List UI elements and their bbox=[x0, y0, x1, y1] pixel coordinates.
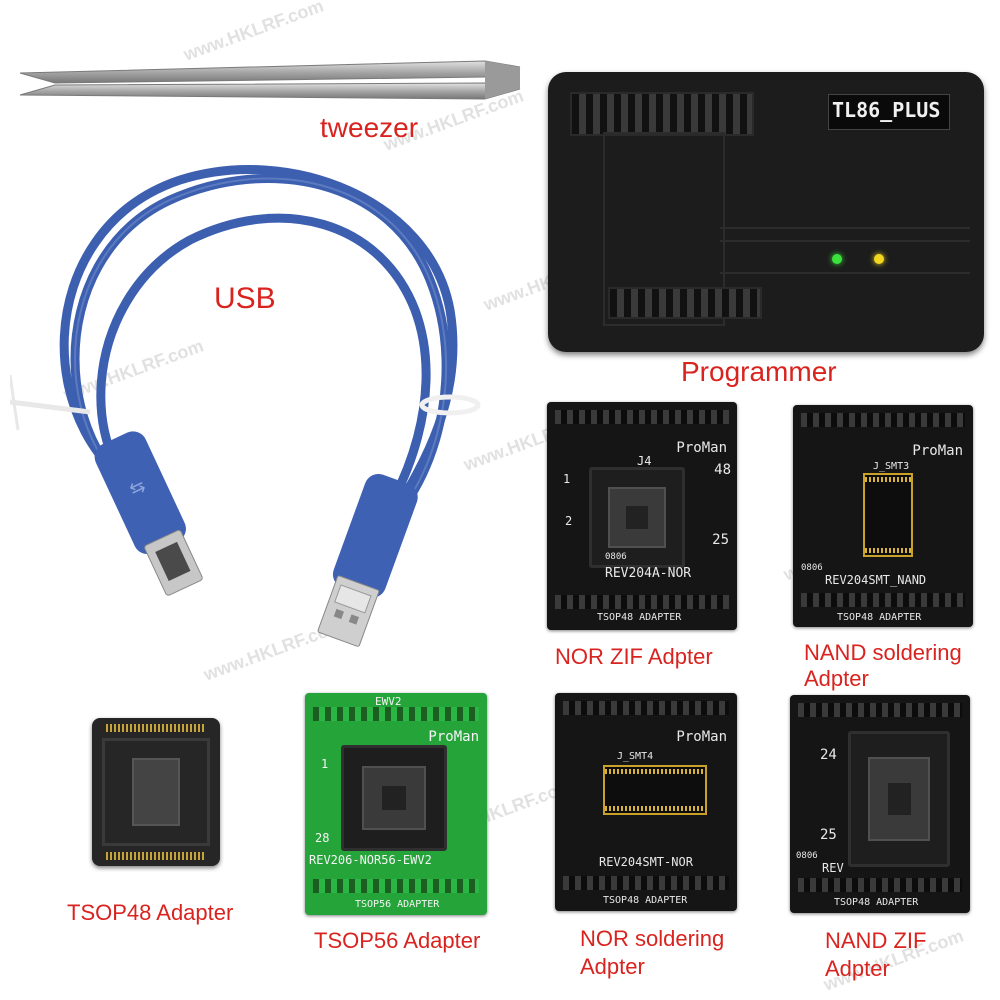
board-footer: TSOP48 ADAPTER bbox=[837, 612, 922, 623]
zif-outline bbox=[603, 132, 725, 326]
nand-soldering-label: Adpter bbox=[804, 666, 869, 691]
tsop48-label: TSOP48 Adapter bbox=[67, 900, 234, 925]
tsop56-label: TSOP56 Adapter bbox=[314, 928, 481, 953]
board-ref: J_SMT4 bbox=[617, 751, 654, 762]
usb-cable-image: ⇆ bbox=[10, 165, 481, 647]
board-footer: TSOP48 ADAPTER bbox=[603, 895, 688, 906]
board-ref: J_SMT3 bbox=[873, 461, 910, 472]
pin-number: 25 bbox=[712, 532, 729, 548]
board-footer: TSOP56 ADAPTER bbox=[355, 899, 440, 910]
board-code: 0806 bbox=[605, 552, 627, 562]
board-model: REV bbox=[822, 861, 844, 875]
tsop48-adapter-image bbox=[92, 718, 220, 866]
programmer-badge: TL86_PLUS bbox=[832, 98, 941, 122]
pin-header bbox=[570, 92, 754, 136]
board-footer: TSOP48 ADAPTER bbox=[597, 612, 682, 623]
board-brand: ProMan bbox=[428, 729, 479, 745]
nor-zif-adapter-image: ProMan 48 J4 1 2 25 0806 REV204A-NOR TSO… bbox=[547, 402, 737, 630]
nand-zif-label: Adpter bbox=[825, 956, 890, 981]
pin-number: 48 bbox=[714, 462, 731, 478]
board-brand: ProMan bbox=[912, 443, 963, 459]
nand-zif-label: NAND ZIF bbox=[825, 928, 927, 953]
usb-label: USB bbox=[214, 282, 276, 315]
board-code: 0806 bbox=[796, 851, 818, 861]
programmer-image: TL86_PLUS bbox=[548, 72, 984, 352]
pin-number: 28 bbox=[315, 831, 330, 845]
board-model: REV206-NOR56-EWV2 bbox=[309, 853, 432, 867]
tsop56-adapter-image: EWV2 ProMan 1 28 REV206-NOR56-EWV2 TSOP5… bbox=[305, 693, 487, 915]
board-ref: J4 bbox=[637, 454, 652, 468]
led-yellow-icon bbox=[874, 254, 884, 264]
board-model: REV204SMT-NOR bbox=[599, 855, 693, 869]
pin-number: 25 bbox=[820, 827, 837, 843]
pin-header bbox=[608, 287, 762, 319]
board-brand: ProMan bbox=[676, 440, 727, 456]
nand-soldering-adapter-image: ProMan J_SMT3 0806 REV204SMT_NAND TSOP48… bbox=[793, 405, 973, 627]
tweezer-label: tweezer bbox=[320, 112, 419, 143]
nor-soldering-label: NOR soldering bbox=[580, 926, 725, 951]
board-code: 0806 bbox=[801, 563, 823, 573]
pin-number: 1 bbox=[563, 472, 571, 486]
board-model: REV204SMT_NAND bbox=[825, 573, 927, 587]
pin-number: 24 bbox=[820, 747, 837, 763]
pin-number: 1 bbox=[321, 757, 329, 771]
tweezer-image bbox=[19, 60, 521, 100]
nand-zif-adapter-image: 24 25 0806 REV TSOP48 ADAPTER bbox=[790, 695, 970, 913]
board-footer: TSOP48 ADAPTER bbox=[834, 897, 919, 908]
board-brand: ProMan bbox=[676, 729, 727, 745]
nor-soldering-label: Adpter bbox=[580, 954, 645, 979]
nand-soldering-label: NAND soldering bbox=[804, 640, 962, 665]
nor-zif-label: NOR ZIF Adpter bbox=[555, 644, 713, 669]
board-top-label: EWV2 bbox=[375, 695, 402, 708]
board-model: REV204A-NOR bbox=[605, 566, 692, 581]
led-green-icon bbox=[832, 254, 842, 264]
pin-number: 2 bbox=[565, 514, 573, 528]
programmer-label: Programmer bbox=[681, 356, 837, 387]
nor-soldering-adapter-image: ProMan J_SMT4 REV204SMT-NOR TSOP48 ADAPT… bbox=[555, 693, 737, 911]
